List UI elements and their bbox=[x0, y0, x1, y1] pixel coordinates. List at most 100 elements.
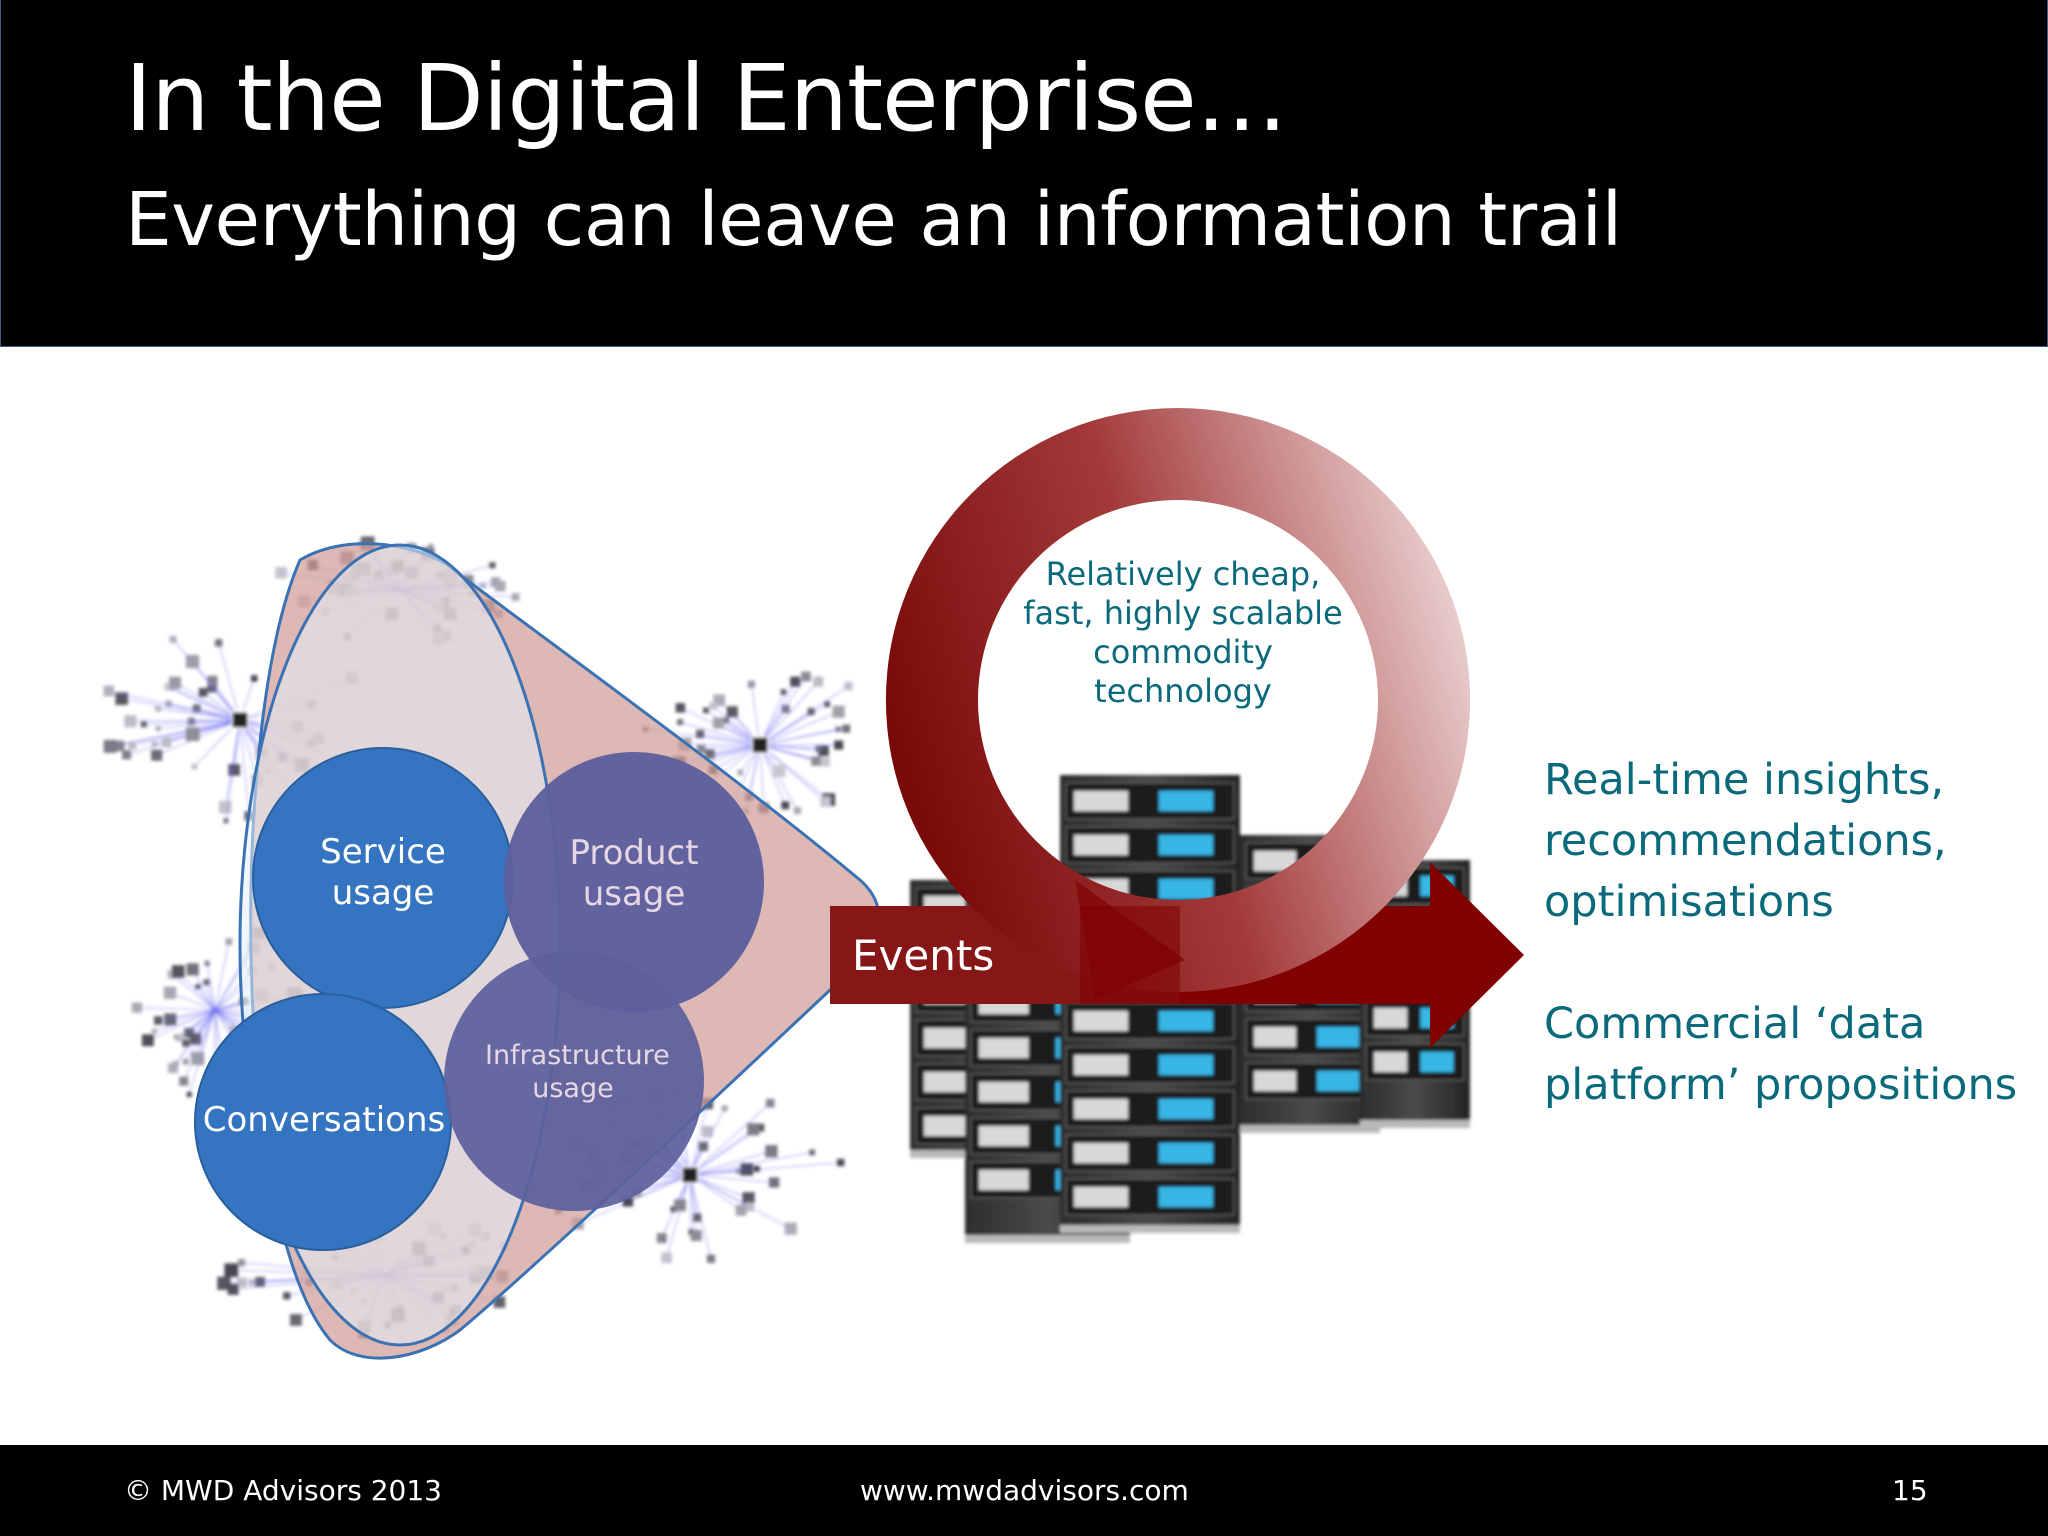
network-node bbox=[189, 1033, 202, 1045]
network-node bbox=[703, 707, 709, 714]
network-node bbox=[124, 715, 137, 728]
network-node bbox=[480, 583, 486, 589]
network-node bbox=[824, 701, 831, 708]
network-node bbox=[793, 807, 801, 815]
network-edge bbox=[171, 973, 216, 1011]
infrastructure-usage-circle bbox=[444, 951, 704, 1211]
footer-url: www.mwdadvisors.com bbox=[860, 1474, 1189, 1507]
server-screen bbox=[1159, 835, 1213, 855]
outcome-insights: Real-time insights, recommendations, opt… bbox=[1544, 755, 1947, 927]
network-node bbox=[227, 1283, 239, 1295]
network-edge bbox=[206, 963, 216, 1011]
network-edge bbox=[121, 698, 241, 721]
network-node bbox=[726, 706, 738, 718]
network-edge bbox=[225, 719, 241, 821]
product-usage-label: Product usage bbox=[569, 833, 699, 915]
network-edge bbox=[188, 1009, 216, 1095]
network-edge bbox=[689, 1103, 708, 1176]
network-node bbox=[656, 1233, 667, 1244]
network-node bbox=[737, 769, 743, 776]
network-edge bbox=[759, 744, 830, 801]
network-edge bbox=[759, 691, 784, 746]
service-usage-label: Service usage bbox=[320, 832, 446, 914]
server-vent bbox=[979, 1038, 1029, 1058]
network-node bbox=[813, 676, 824, 687]
network-edge bbox=[136, 1007, 216, 1011]
network-node bbox=[151, 749, 163, 761]
server-vent bbox=[1254, 851, 1296, 871]
server-screen bbox=[1159, 791, 1213, 811]
network-edge bbox=[759, 681, 796, 746]
network-node bbox=[103, 739, 117, 753]
network-edge bbox=[154, 1009, 216, 1032]
network-edge bbox=[679, 721, 761, 746]
network-node bbox=[155, 726, 161, 732]
ring-overlap bbox=[1080, 906, 1180, 1004]
network-node bbox=[801, 671, 811, 682]
network-node bbox=[151, 741, 158, 748]
network-node bbox=[176, 1033, 185, 1042]
network-node bbox=[820, 757, 829, 766]
network-edge bbox=[239, 719, 250, 817]
network-edge bbox=[147, 1009, 216, 1041]
network-edge bbox=[179, 1009, 216, 1039]
network-edge bbox=[689, 1108, 726, 1176]
network-edge bbox=[750, 684, 761, 746]
network-node bbox=[186, 963, 199, 976]
network-edge bbox=[684, 743, 761, 746]
network-node bbox=[832, 705, 845, 718]
network-node bbox=[674, 1199, 686, 1212]
network-node bbox=[765, 1098, 775, 1108]
network-node bbox=[705, 749, 715, 759]
network-edge bbox=[214, 941, 230, 1011]
network-node bbox=[676, 719, 684, 726]
network-node bbox=[207, 682, 217, 693]
network-edge bbox=[108, 690, 241, 721]
server-vent bbox=[1074, 1143, 1128, 1163]
network-node bbox=[675, 703, 686, 713]
network-hub bbox=[751, 736, 769, 754]
network-node bbox=[237, 1259, 246, 1267]
server-base bbox=[1060, 1225, 1240, 1233]
network-node bbox=[747, 1123, 760, 1136]
network-node bbox=[131, 1002, 143, 1013]
network-node bbox=[815, 745, 822, 752]
network-edge bbox=[158, 1009, 216, 1021]
network-edge bbox=[218, 642, 241, 721]
server-vent bbox=[1074, 791, 1128, 811]
server-screen bbox=[1159, 1187, 1213, 1207]
server-vent bbox=[1074, 1187, 1128, 1207]
network-node bbox=[179, 1076, 189, 1086]
network-node bbox=[765, 1145, 778, 1158]
network-node bbox=[217, 1276, 231, 1290]
network-node bbox=[169, 676, 181, 689]
network-edge bbox=[759, 744, 826, 803]
loop-description: Relatively cheap, fast, highly scalable … bbox=[1023, 555, 1343, 711]
network-edge bbox=[701, 744, 761, 750]
server-base bbox=[1240, 1125, 1380, 1133]
network-edge bbox=[759, 711, 839, 746]
network-node bbox=[140, 721, 147, 728]
network-hub bbox=[681, 1166, 699, 1184]
network-node bbox=[214, 639, 223, 647]
network-edge bbox=[759, 744, 798, 811]
network-node bbox=[182, 1039, 190, 1047]
network-node bbox=[154, 1016, 163, 1025]
server-vent bbox=[1254, 1071, 1296, 1091]
network-edge bbox=[759, 744, 819, 750]
network-edge bbox=[158, 719, 241, 730]
network-node bbox=[768, 1177, 780, 1188]
network-node bbox=[224, 1263, 239, 1278]
network-node bbox=[693, 1213, 702, 1222]
network-node bbox=[223, 818, 229, 824]
network-node bbox=[185, 654, 200, 669]
footer-copyright: © MWD Advisors 2013 bbox=[124, 1474, 442, 1507]
network-edge bbox=[759, 744, 786, 806]
network-node bbox=[182, 1058, 189, 1065]
server-vent bbox=[1254, 1027, 1296, 1047]
events-label: Events bbox=[852, 931, 995, 980]
network-node bbox=[837, 1158, 845, 1167]
network-edge bbox=[130, 719, 241, 722]
network-edge bbox=[689, 1151, 813, 1176]
network-edge bbox=[689, 1168, 757, 1176]
